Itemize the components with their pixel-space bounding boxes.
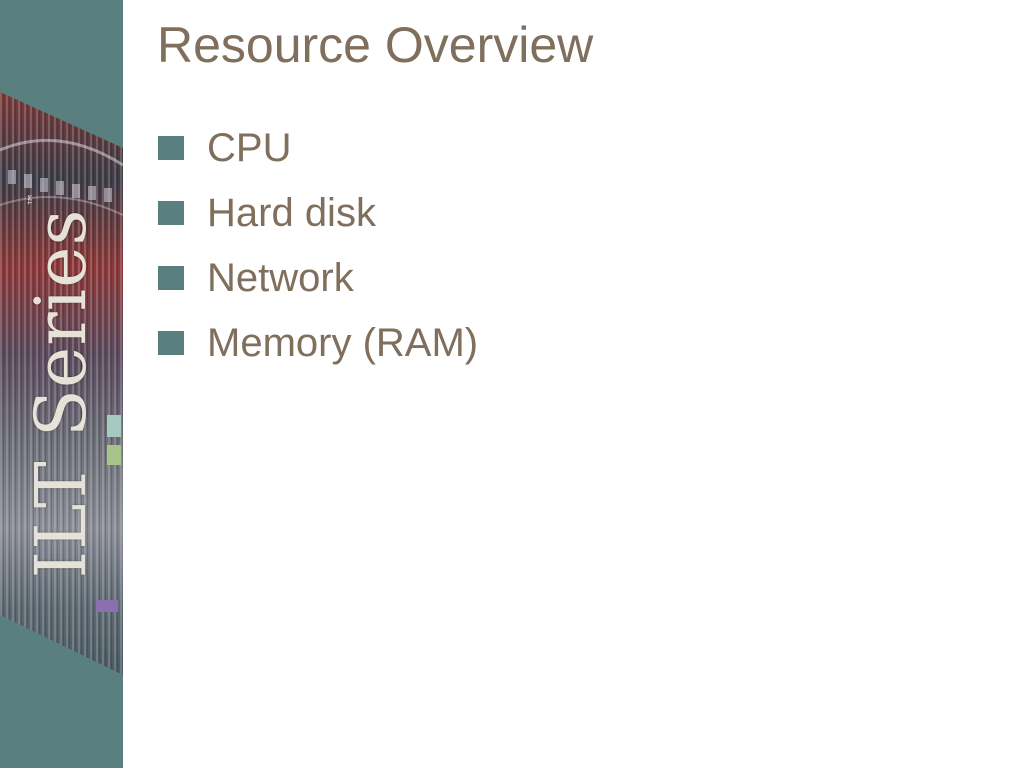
- bullet-item-memory: Memory (RAM): [158, 310, 478, 375]
- bullet-item-network: Network: [158, 245, 478, 310]
- bullet-text: CPU: [207, 125, 292, 170]
- bullet-item-cpu: CPU: [158, 115, 478, 180]
- bullet-item-hard-disk: Hard disk: [158, 180, 478, 245]
- brand-logo-text: ILT Series™: [20, 191, 102, 579]
- square-bullet-icon: [158, 200, 184, 225]
- bullet-text: Hard disk: [207, 190, 376, 235]
- square-bullet-icon: [158, 135, 184, 160]
- side-decorative-band: ILT Series™: [0, 0, 123, 768]
- square-bullet-icon: [158, 330, 184, 355]
- slide-title: Resource Overview: [157, 17, 594, 73]
- bullet-text: Memory (RAM): [207, 320, 479, 365]
- bullet-text: Network: [207, 255, 354, 300]
- square-bullet-icon: [158, 265, 184, 290]
- trademark-symbol: ™: [26, 191, 42, 207]
- bullet-list: CPU Hard disk Network Memory (RAM): [158, 115, 478, 375]
- film-strip-graphic: [0, 92, 123, 675]
